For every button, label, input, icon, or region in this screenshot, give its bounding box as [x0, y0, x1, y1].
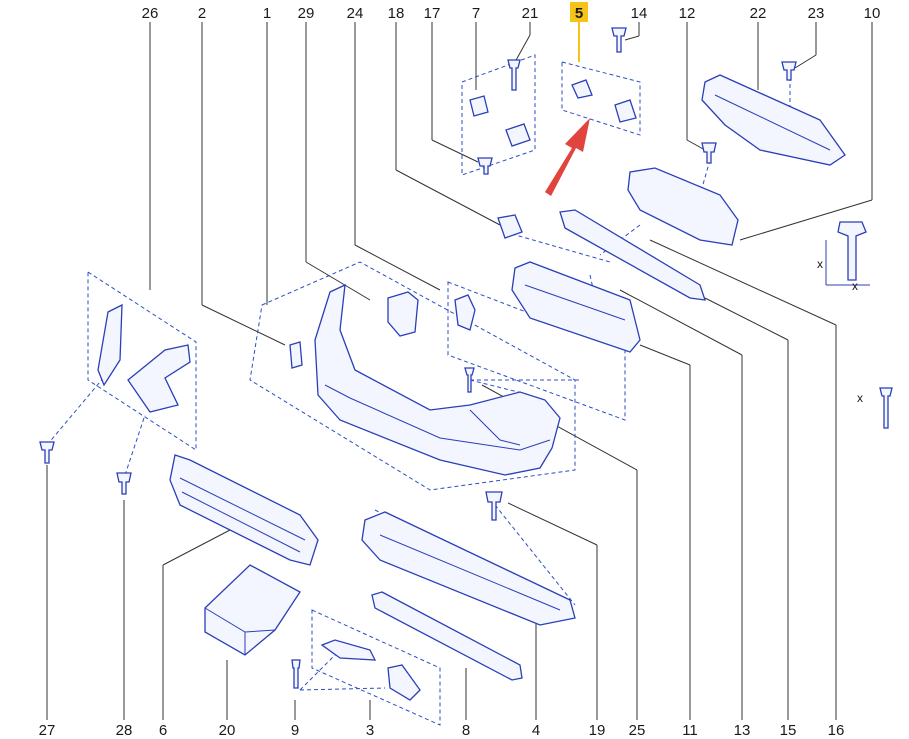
callout-24: 24	[347, 5, 364, 22]
part-20-kit-box	[204, 564, 301, 656]
callout-18: 18	[388, 5, 405, 22]
dimension-labels: x x x	[817, 257, 863, 405]
callout-19: 19	[589, 722, 606, 739]
parts	[39, 27, 893, 701]
callout-14: 14	[631, 5, 648, 22]
callout-9: 9	[291, 722, 299, 739]
callout-7: 7	[472, 5, 480, 22]
part-10-upper-bracket	[627, 167, 739, 246]
bolt-dimension-icon	[837, 221, 867, 281]
part-29-bracket	[387, 291, 419, 337]
part-11-beam	[511, 261, 641, 353]
callout-2: 2	[198, 5, 206, 22]
callout-17: 17	[424, 5, 441, 22]
part-5-clip-b	[614, 99, 637, 123]
callout-10: 10	[864, 5, 881, 22]
part-8-lower-grille	[371, 591, 523, 681]
callout-22: 22	[750, 5, 767, 22]
part-26-right-bracket	[127, 344, 191, 413]
callout-1: 1	[263, 5, 271, 22]
part-9-screw	[291, 659, 301, 689]
pin-dimension-label: x	[857, 391, 863, 405]
bolt-dimension-label: x	[817, 257, 823, 271]
callout-numbers-bottom: 27 28 6 20 9 3 8 4 19 25 11 13 15 16	[39, 722, 845, 739]
callout-4: 4	[532, 722, 540, 739]
callout-13: 13	[734, 722, 751, 739]
part-24-bracket	[454, 294, 476, 331]
part-18-bracket	[497, 214, 523, 239]
callout-numbers-top: 26 2 1 29 24 18 17 7 21 5 14 12 22 23 10	[142, 5, 881, 22]
callout-28: 28	[116, 722, 133, 739]
callout-20: 20	[219, 722, 236, 739]
callout-21: 21	[522, 5, 539, 22]
part-14-screw	[611, 27, 627, 53]
callout-15: 15	[780, 722, 797, 739]
part-3-deflector-a	[320, 639, 377, 661]
callout-11: 11	[682, 722, 698, 739]
callout-16: 16	[828, 722, 845, 739]
part-2-clip	[289, 341, 303, 369]
part-1-bumper-cover	[314, 283, 561, 476]
part-5-clip	[571, 79, 593, 99]
callout-5-highlighted: 5	[575, 5, 583, 22]
highlight-marker	[570, 2, 588, 22]
leader-lines	[46, 22, 873, 720]
part-12-screw	[701, 142, 717, 164]
part-23-screw	[781, 61, 797, 81]
part-3-deflector-b	[387, 664, 421, 701]
callout-8: 8	[462, 722, 470, 739]
part-4-undertray	[361, 511, 576, 626]
part-7-clip	[469, 95, 489, 117]
callout-23: 23	[808, 5, 825, 22]
part-27-screw	[39, 441, 55, 464]
part-22-air-guide	[701, 74, 846, 166]
pointer-arrow-icon	[545, 118, 590, 196]
part-21-screw	[507, 59, 521, 91]
callout-29: 29	[298, 5, 315, 22]
callout-3: 3	[366, 722, 374, 739]
part-25-screw	[464, 367, 475, 393]
part-26-left-bracket	[97, 303, 123, 387]
part-19-screw	[485, 491, 503, 521]
part-7-clip-b	[505, 123, 531, 147]
part-13-strip	[559, 209, 706, 301]
callout-12: 12	[679, 5, 696, 22]
part-28-screw	[116, 472, 132, 495]
part-17-screw	[477, 157, 493, 175]
pin-dimension-icon	[879, 387, 893, 429]
bolt-dimension-label-b: x	[852, 279, 858, 293]
callout-26: 26	[142, 5, 159, 22]
callout-25: 25	[629, 722, 646, 739]
callout-27: 27	[39, 722, 56, 739]
callout-6: 6	[159, 722, 167, 739]
